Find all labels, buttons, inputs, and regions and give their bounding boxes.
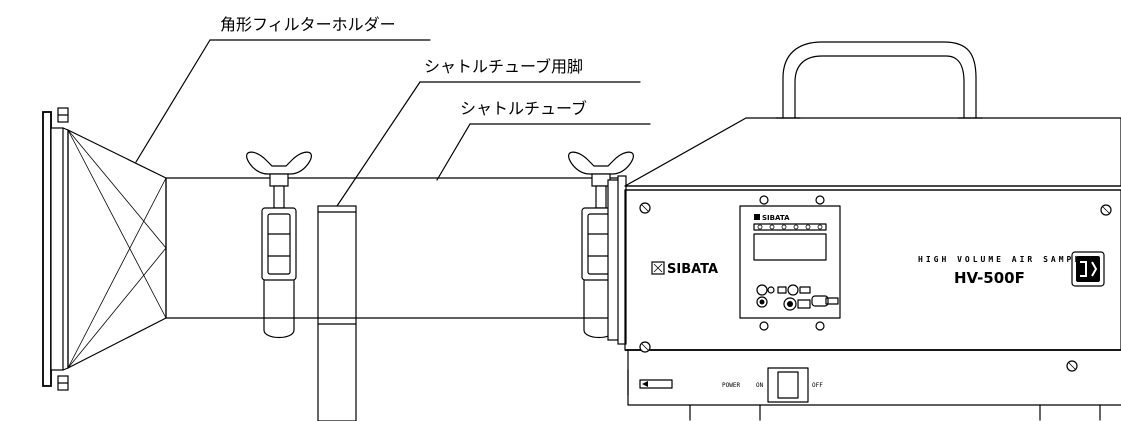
filter-holder-leader (135, 39, 211, 163)
arrow-left-icon (642, 381, 648, 387)
filter-holder-plate (42, 111, 52, 387)
brand-logo: SIBATA (651, 261, 718, 277)
right-clamp (568, 151, 634, 345)
control-panel: SIBATA (739, 195, 841, 331)
lcd-display (753, 233, 827, 261)
sampler-base (627, 349, 1121, 406)
mode-switch[interactable] (811, 295, 829, 307)
control-knob[interactable] (787, 284, 799, 296)
switch-on-label: ON (756, 382, 764, 389)
left-wing-nut (246, 151, 312, 175)
tube-leader (436, 123, 471, 181)
power-switch-frame (767, 367, 809, 403)
tube-label: シャトルチューブ (460, 99, 587, 118)
control-panel-frame (739, 205, 841, 319)
tube-leg (317, 205, 357, 421)
sampler-top-face (624, 117, 1121, 187)
brand-name: SIBATA (667, 262, 718, 277)
left-clamp (246, 151, 312, 339)
model-label: HIGH VOLUME AIR SAMPLER HV-500F (918, 251, 1105, 287)
panel-brand: SIBATA (762, 214, 790, 222)
square-filter-holder (42, 107, 167, 391)
left-clamp-body (261, 207, 297, 281)
switch-prefix: POWER (722, 382, 740, 389)
tube-leg-leader (336, 81, 421, 207)
control-knob[interactable] (756, 284, 768, 296)
filter-holder-label: 角形フィルターホルダー (220, 15, 396, 34)
cord-port (639, 379, 673, 389)
switch-off-label: OFF (812, 382, 823, 389)
product-emblem (1071, 251, 1105, 287)
sampler-handle (775, 41, 983, 119)
tube-leg-label: シャトルチューブ用脚 (424, 57, 583, 76)
shuttle-tube (165, 177, 623, 319)
handle-outer (782, 41, 977, 119)
holder-funnel (67, 129, 167, 369)
model-number: HV-500F (954, 269, 1025, 287)
leader-lines (135, 39, 651, 207)
product-line: HIGH VOLUME AIR SAMPLER (918, 255, 1098, 264)
sampler-body (624, 117, 1121, 421)
right-wing-nut (568, 151, 634, 175)
panel-logo-icon (754, 214, 760, 220)
lower-controls: POWER ON OFF (639, 367, 823, 403)
indicator-leds (757, 224, 823, 230)
power-switch[interactable] (777, 371, 799, 399)
holder-flange (50, 127, 64, 371)
panel-screws (639, 202, 1112, 372)
shuttle-tube-leg (317, 205, 357, 421)
